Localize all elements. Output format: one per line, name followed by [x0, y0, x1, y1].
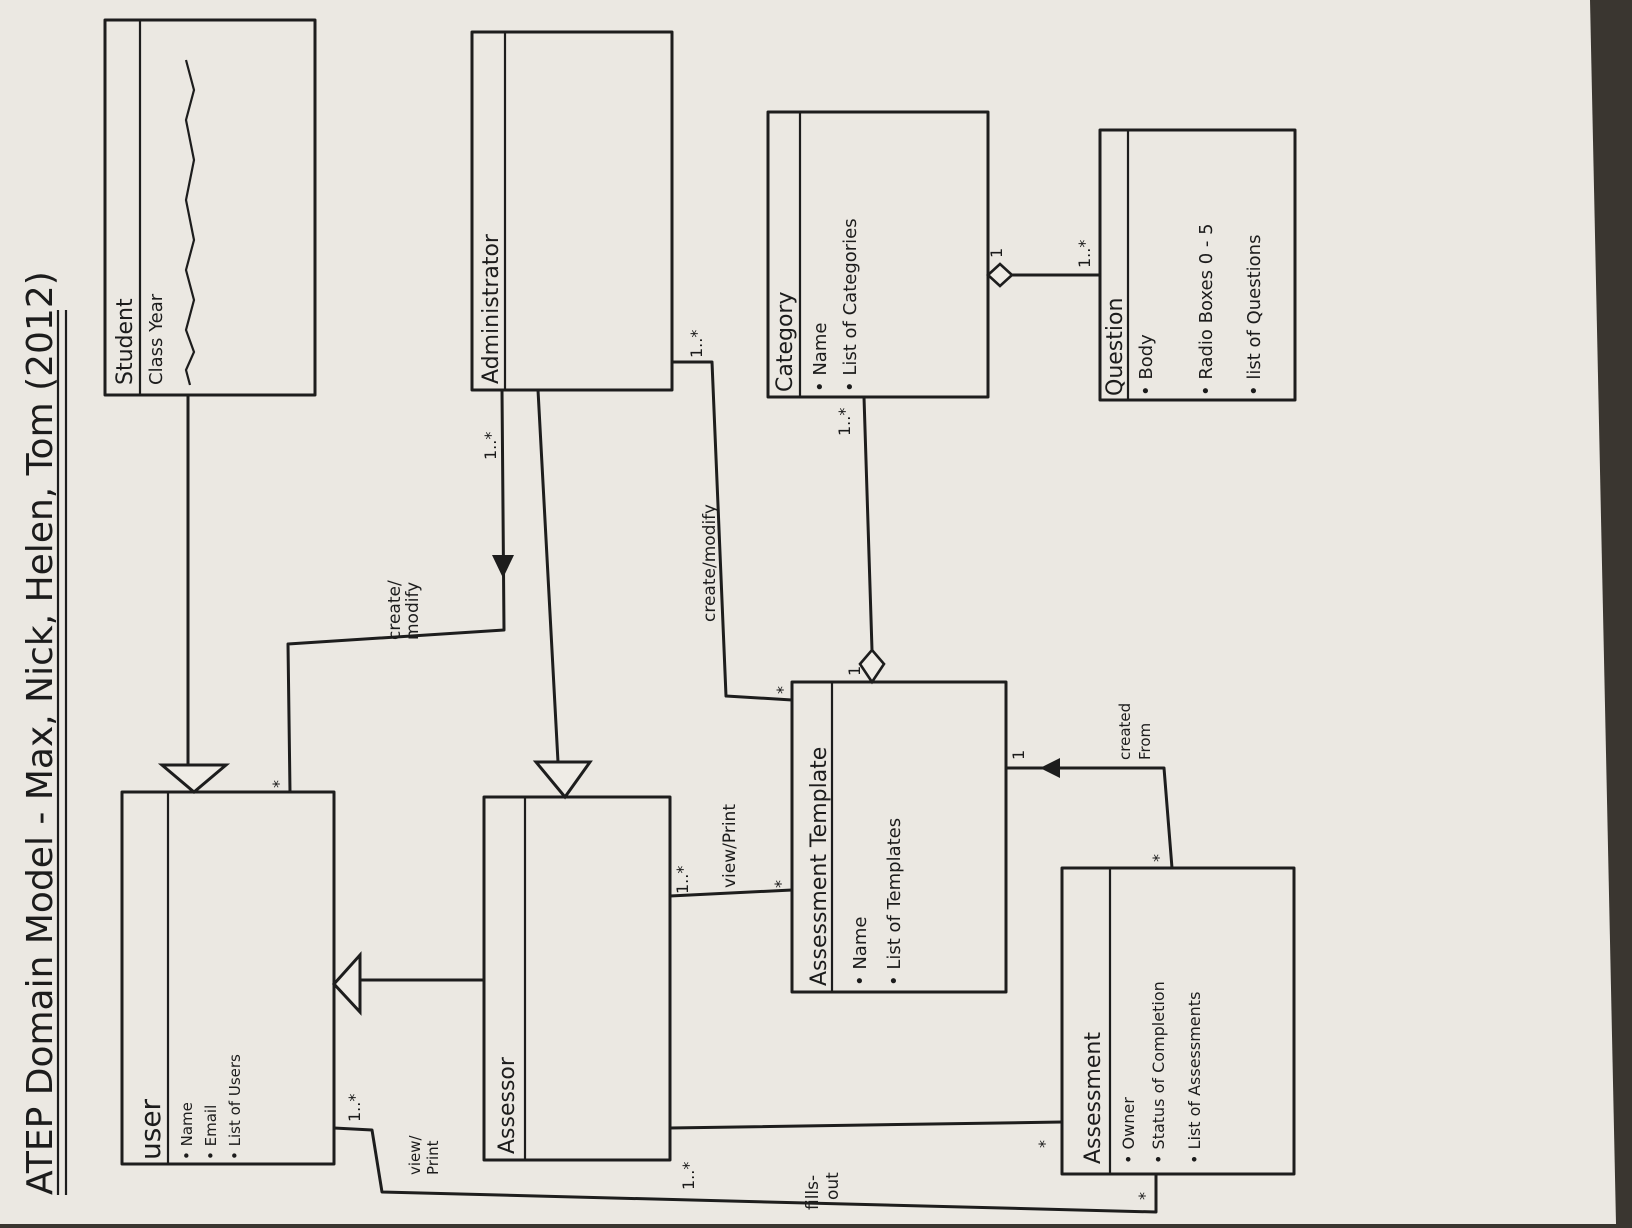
category-attr-list: • List of Categories — [840, 218, 861, 392]
mult-category-question-category: 1 — [987, 248, 1006, 258]
user-assessment-line — [332, 1126, 1158, 1214]
question-attr-list: • list of Questions — [1244, 235, 1265, 396]
question-name: Question — [1103, 298, 1128, 396]
question-box — [1098, 128, 1297, 402]
question-attr-body: • Body — [1136, 334, 1157, 396]
template-assessment-label-2: From — [1136, 723, 1154, 760]
scribbled-attribute — [184, 59, 196, 386]
mult-admin-user-user: * — [269, 780, 288, 788]
category-name: Category — [773, 292, 798, 393]
diagram-title: ATEP Domain Model - Max, Nick, Helen, To… — [20, 271, 68, 1195]
class-category: Category • Name • List of Categories — [766, 110, 990, 399]
inheritance-triangle-icon — [157, 763, 231, 794]
template-name: Assessment Template — [807, 747, 832, 986]
assessment-attr-owner: • Owner — [1119, 1097, 1138, 1164]
assoc-assessor-template: view/Print 1..* * — [668, 804, 794, 898]
assoc-category-question: 1 1..* — [986, 240, 1102, 288]
admin-user-label: create/ — [385, 580, 405, 640]
mult-template-assessment-template: 1 — [1009, 750, 1028, 760]
assoc-admin-template: create/modify 1..* * — [670, 330, 794, 702]
template-attr-name: • Name — [850, 917, 871, 986]
mult-admin-template-template: * — [773, 686, 792, 694]
mult-assessor-template-template: * — [771, 880, 790, 888]
generalization-student-user — [157, 393, 231, 794]
assessor-name: Assessor — [495, 1056, 520, 1154]
student-attr-class-year: Class Year — [146, 293, 167, 385]
assoc-user-assessment: view/ Print 1..* * — [332, 1094, 1158, 1214]
template-assessment-label: created — [1116, 703, 1134, 760]
assessor-assessment-label: fills- — [803, 1175, 823, 1210]
class-user: user • Name • Email • List of Users — [120, 790, 336, 1166]
mult-user-assessment-assessment: * — [1135, 1192, 1154, 1200]
admin-user-label-2: modify — [403, 582, 423, 640]
assessor-template-line — [668, 888, 794, 898]
assessment-box — [1060, 866, 1296, 1176]
user-attr-list: • List of Users — [226, 1054, 244, 1160]
generalization-admin-assessor — [532, 388, 593, 800]
mult-user-assessment-user: 1..* — [345, 1094, 364, 1122]
template-attr-list: • List of Templates — [884, 818, 905, 986]
inheritance-triangle-icon — [532, 760, 593, 800]
administrator-box — [470, 30, 674, 392]
assoc-template-assessment: created From 1 * — [1004, 703, 1174, 870]
assessor-assessment-label-2: out — [823, 1172, 843, 1200]
inheritance-triangle-icon — [331, 951, 362, 1016]
category-box — [766, 110, 990, 399]
admin-user-line — [286, 388, 506, 794]
assessment-attr-status: • Status of Completion — [1149, 981, 1168, 1164]
direction-arrow-icon — [1040, 758, 1060, 778]
direction-arrow-icon — [492, 555, 514, 578]
mult-assessor-template-assessor: 1..* — [673, 866, 692, 894]
mult-assessor-assessment-assessor: 1..* — [679, 1162, 698, 1190]
user-attr-email: • Email — [202, 1105, 220, 1160]
admin-assessor-line — [536, 388, 560, 764]
class-assessment-template: Assessment Template • Name • List of Tem… — [790, 680, 1008, 994]
user-attr-name: • Name — [178, 1102, 196, 1160]
student-box — [103, 18, 317, 397]
question-attr-radio: • Radio Boxes 0 - 5 — [1196, 223, 1217, 396]
user-box — [120, 790, 336, 1166]
mult-template-assessment-assessment: * — [1149, 854, 1168, 862]
mult-category-template-category: 1..* — [835, 408, 854, 436]
aggregation-diamond-icon — [986, 262, 1014, 288]
admin-template-line — [670, 360, 794, 702]
mult-category-template-template: 1 — [845, 666, 864, 676]
mult-assessor-assessment-assessment: * — [1035, 1140, 1054, 1148]
assoc-admin-user: create/ modify 1..* * — [269, 388, 514, 794]
student-name: Student — [113, 298, 138, 385]
assoc-assessor-assessment: fills- out 1..* * — [668, 1120, 1064, 1210]
class-student: Student Class Year — [103, 18, 317, 397]
aggregation-diamond-icon — [858, 648, 886, 685]
assessment-name: Assessment — [1081, 1032, 1106, 1164]
mult-admin-template-admin: 1..* — [687, 330, 706, 358]
title-text: ATEP Domain Model - Max, Nick, Helen, To… — [20, 271, 61, 1195]
administrator-name: Administrator — [479, 233, 504, 384]
assessor-template-label: view/Print — [720, 804, 740, 888]
class-question: Question • Body • Radio Boxes 0 - 5 • li… — [1098, 128, 1297, 402]
assessment-attr-list: • List of Assessments — [1185, 992, 1204, 1164]
category-attr-name: • Name — [810, 323, 831, 392]
mult-category-question-question: 1..* — [1075, 240, 1094, 268]
category-template-line — [862, 395, 874, 652]
class-assessment: Assessment • Owner • Status of Completio… — [1060, 866, 1296, 1176]
mult-admin-user-admin: 1..* — [481, 432, 500, 460]
class-administrator: Administrator — [470, 30, 674, 392]
generalization-assessor-user — [331, 951, 486, 1016]
admin-template-label: create/modify — [700, 504, 720, 622]
assessor-assessment-line — [668, 1120, 1064, 1130]
assoc-category-template: 1..* 1 — [835, 395, 886, 685]
user-name: user — [134, 1098, 167, 1160]
template-box — [790, 680, 1008, 994]
user-assessment-label: view/ — [406, 1134, 424, 1175]
user-assessment-label-2: Print — [424, 1140, 442, 1175]
